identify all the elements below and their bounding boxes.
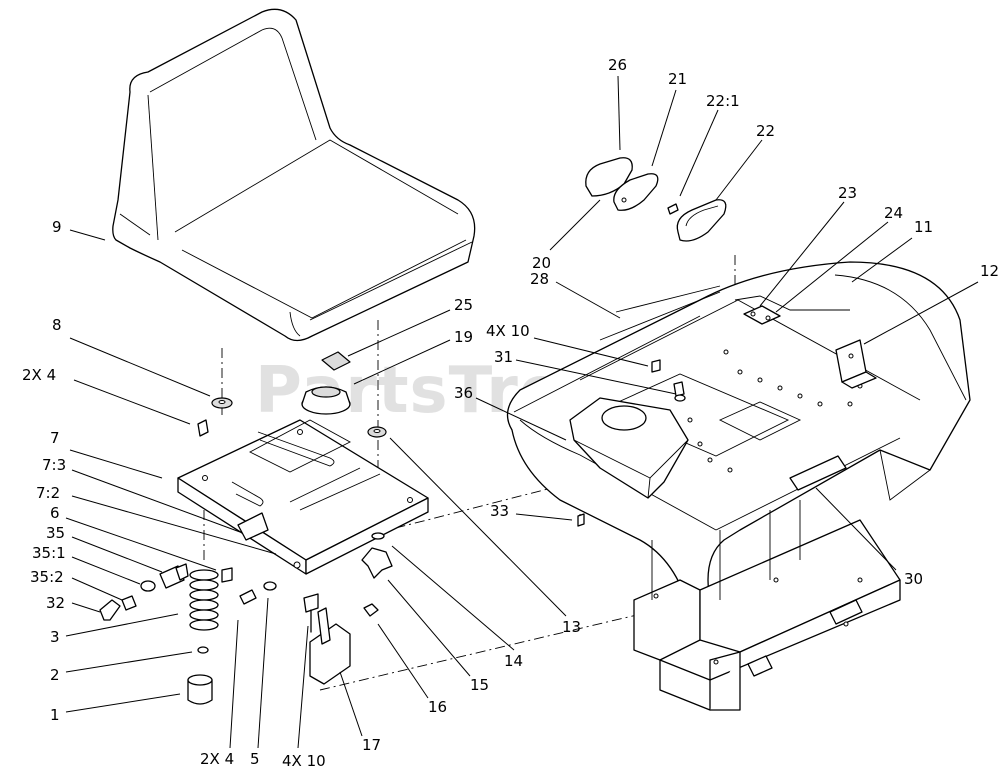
part-35-switch [159,563,189,589]
callout-16: 16 [428,698,447,716]
part-14-washer [371,532,385,540]
bolt-4x10 [303,593,319,613]
callout-28: 28 [530,270,549,288]
callout-22-1: 22:1 [706,92,740,110]
callout-7: 7 [50,429,60,447]
callout-35-2: 35:2 [30,568,64,586]
part-32-connector [99,599,121,621]
callout-36: 36 [454,384,473,402]
callout-14: 14 [504,652,523,670]
callout-35-1: 35:1 [32,544,66,562]
callout-4x10-top: 4X 10 [486,322,530,340]
part-36-console [569,397,689,499]
part-1-spacer [187,674,213,705]
callout-19: 19 [454,328,473,346]
callout-22: 22 [756,122,775,140]
light-assembly [585,157,727,242]
frame [633,500,901,711]
callout-11: 11 [914,218,933,236]
part-3-spring [189,569,219,631]
part-17-bracket [309,623,351,685]
callout-32: 32 [46,594,65,612]
callout-labels: 9 8 2X 4 7 7:3 7:2 6 35 35:1 35:2 32 3 2… [22,56,999,770]
part-25-pad [321,351,351,371]
part-19-bumper [301,386,351,415]
callout-8: 8 [52,316,62,334]
part-35-2 [121,595,137,611]
callout-25: 25 [454,296,473,314]
callout-6: 6 [50,504,60,522]
leader-lines [65,75,979,749]
callout-30: 30 [904,570,923,588]
seat-pan[interactable] [177,419,429,575]
part-22-1-screw [667,203,679,215]
callout-7-3: 7:3 [42,456,66,474]
callout-21: 21 [668,70,687,88]
callout-2x4-bottom: 2X 4 [200,750,234,768]
part-16-nut [363,603,379,617]
callout-20: 20 [532,254,551,272]
callout-2x4-top: 2X 4 [22,366,56,384]
callout-2: 2 [50,666,60,684]
callout-3: 3 [50,628,60,646]
part-2-nut [197,646,209,654]
callout-7-2: 7:2 [36,484,60,502]
part-12-bracket [835,339,877,389]
part-5-washer [263,581,277,591]
part-15-knob [361,547,393,579]
callout-33: 33 [490,502,509,520]
callout-9: 9 [52,218,62,236]
callout-31: 31 [494,348,513,366]
part-6-pin [221,567,233,583]
callout-5: 5 [250,750,260,768]
part-22-housing [676,199,727,242]
part-30-slot [789,455,847,491]
callout-13: 13 [562,618,581,636]
callout-35: 35 [46,524,65,542]
callout-15: 15 [470,676,489,694]
callout-4x10-bottom: 4X 10 [282,752,326,770]
part-35-1-nut [140,580,156,592]
fasteners-top [577,359,686,527]
callout-26: 26 [608,56,627,74]
bolt-2x4 [239,589,257,605]
part-28-trim [513,285,721,413]
callout-24: 24 [884,204,903,222]
callout-1: 1 [50,706,60,724]
callout-23: 23 [838,184,857,202]
callout-12: 12 [980,262,999,280]
callout-17: 17 [362,736,381,754]
seat-hardware [99,351,393,705]
seat[interactable] [112,8,476,342]
